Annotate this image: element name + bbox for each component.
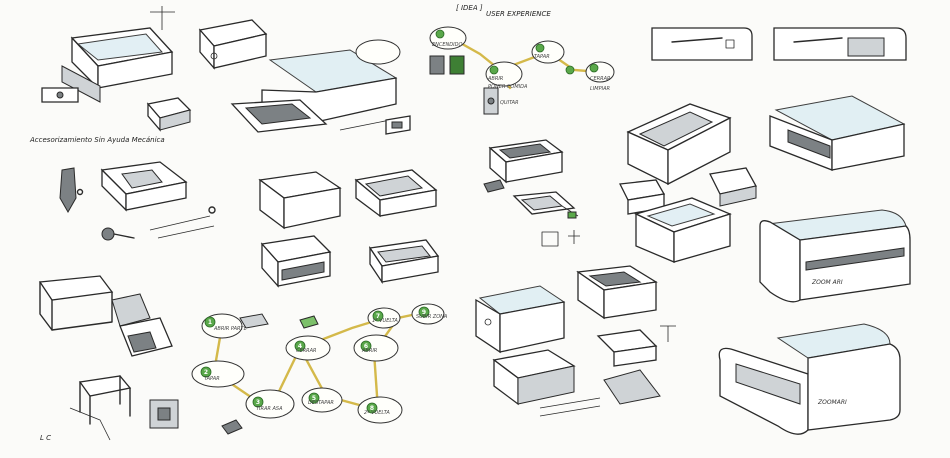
sketch-detail-icons <box>541 230 580 247</box>
product-render-closed: ZOOM ARI <box>759 209 911 303</box>
sketch-unit-render-a <box>626 103 732 186</box>
journey-node-1 <box>204 316 216 328</box>
svg-text:CERRAR: CERRAR <box>590 76 611 82</box>
sketch-profile <box>149 399 179 429</box>
sketch-small-box <box>146 97 192 132</box>
sketch-handle-detail <box>59 167 84 214</box>
journey-node-4 <box>294 340 306 352</box>
sketch-remote <box>41 87 79 103</box>
svg-text:7: 7 <box>376 313 380 320</box>
svg-text:TAPAR: TAPAR <box>534 54 550 60</box>
svg-text:ABRIR PARTE: ABRIR PARTE <box>213 326 248 332</box>
sketch-main-oven <box>230 49 401 133</box>
top-node-3 <box>535 43 545 53</box>
note-bubble <box>355 39 401 65</box>
brand-label: ZOOM ARI <box>811 279 843 286</box>
sketch-side-knob <box>385 115 411 135</box>
sketch-lid-open <box>512 191 579 219</box>
journey-node-8 <box>366 402 378 414</box>
sketch-unit-front-b <box>773 27 907 61</box>
sketch-closed-box <box>258 171 342 230</box>
svg-text:PONER COMIDA: PONER COMIDA <box>488 84 528 90</box>
svg-text:ENCENDIDO: ENCENDIDO <box>432 42 462 48</box>
svg-text:CERRAR: CERRAR <box>296 348 317 354</box>
svg-text:LIMPIAR: LIMPIAR <box>590 86 610 92</box>
svg-text:8: 8 <box>370 405 374 412</box>
sketch-tray-bottom <box>596 329 661 405</box>
journey-node-5 <box>308 392 320 404</box>
journey-node-3 <box>252 396 264 408</box>
sketch-oven-side <box>198 19 268 70</box>
svg-text:DESTAPAR: DESTAPAR <box>308 400 334 406</box>
svg-text:6: 6 <box>364 343 368 350</box>
sketch-oven-front <box>260 235 332 288</box>
journey-node-6 <box>360 340 372 352</box>
svg-text:QUITAR: QUITAR <box>500 100 519 106</box>
svg-text:ABRIR: ABRIR <box>361 348 377 354</box>
sketch-tray-top <box>100 161 188 212</box>
sketch-bolt <box>101 227 135 241</box>
svg-text:1ª VUELTA: 1ª VUELTA <box>372 318 398 324</box>
sketch-small-plug <box>483 179 505 193</box>
bubble-2 <box>191 360 245 388</box>
svg-text:ABRIR: ABRIR <box>487 76 503 82</box>
sketch-unit-perspective <box>475 285 566 354</box>
sketch-oven-cube <box>576 265 676 342</box>
top-bubble-2 <box>485 61 523 87</box>
top-node-4 <box>565 65 575 75</box>
svg-text:3: 3 <box>256 399 260 406</box>
sketch-open-tray <box>354 169 438 218</box>
top-node-5 <box>589 63 599 73</box>
top-node-1 <box>435 29 445 39</box>
sketch-basket <box>368 239 440 285</box>
sketch-unit-front-a <box>651 27 753 61</box>
journey-map-bottom: 1 2 3 4 5 6 7 8 9 ABRIR PARTE TAPAR TIRA… <box>191 303 448 424</box>
svg-text:5: 5 <box>312 395 316 402</box>
svg-text:TIRAR ASA: TIRAR ASA <box>256 406 283 412</box>
sketch-phone-devices <box>429 55 499 115</box>
sketch-hinge <box>149 206 216 239</box>
svg-text:2: 2 <box>204 369 208 376</box>
svg-text:SUBIR ZONA: SUBIR ZONA <box>416 314 448 320</box>
svg-text:L C: L C <box>40 434 51 442</box>
journey-map-top: ENCENDIDO ABRIR PONER COMIDA TAPAR CERRA… <box>429 26 615 106</box>
sketch-stand <box>69 375 132 441</box>
svg-text:TAPAR: TAPAR <box>204 376 220 382</box>
sketch-oven-frame <box>38 275 151 331</box>
sub-title: [ IDEA ] <box>456 4 483 12</box>
top-node-2 <box>489 65 499 75</box>
svg-text:4: 4 <box>298 343 302 350</box>
sketch-oven-open-drawer <box>61 6 175 103</box>
brand-label-2: ZOOMARI <box>817 399 847 406</box>
sketch-tray-icon <box>221 313 319 435</box>
bubble-8 <box>357 396 403 424</box>
sketch-box-open-top <box>488 139 564 184</box>
journey-node-9 <box>418 306 430 318</box>
journey-node-7 <box>372 310 384 322</box>
sketch-unit-render-c <box>634 197 732 263</box>
product-render-open: ZOOMARI <box>718 323 901 435</box>
sketch-corner-detail <box>119 317 173 357</box>
journey-node-2 <box>200 366 212 378</box>
sketch-unit-render-b <box>769 95 906 171</box>
accessories-heading: Accesorizamiento Sin Ayuda Mecánica <box>29 136 165 144</box>
ux-title: USER EXPERIENCE <box>486 10 551 18</box>
svg-text:1: 1 <box>208 319 212 326</box>
svg-text:9: 9 <box>422 309 426 316</box>
sketch-unit-sliding <box>492 349 601 417</box>
svg-text:2ª VUELTA: 2ª VUELTA <box>364 410 390 416</box>
